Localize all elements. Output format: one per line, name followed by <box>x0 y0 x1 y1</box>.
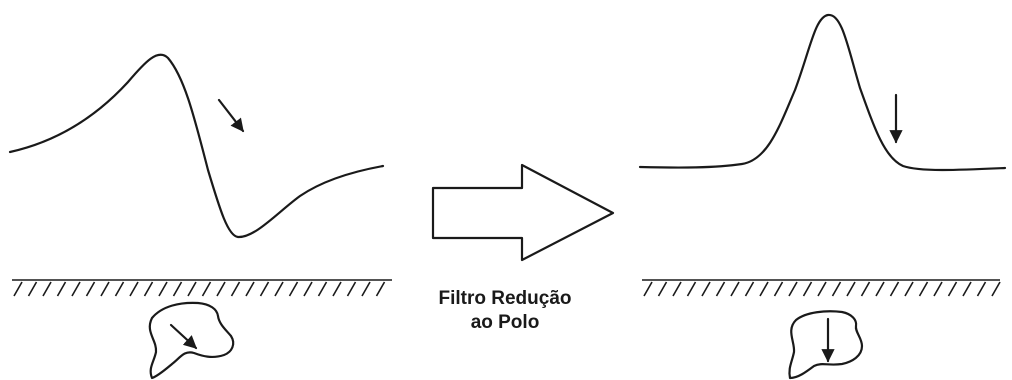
left-field-arrow <box>217 98 245 133</box>
hatch-mark <box>918 281 929 297</box>
hatch-mark <box>962 281 972 297</box>
filter-caption-line2: ao Polo <box>470 312 540 333</box>
hatch-mark <box>991 281 1001 297</box>
hatch-mark <box>143 281 154 297</box>
hatch-mark <box>346 281 357 297</box>
hatch-mark <box>846 281 856 297</box>
hatch-mark <box>230 281 241 297</box>
hatch-mark <box>288 281 299 297</box>
hatch-mark <box>332 281 342 297</box>
hatch-mark <box>730 281 740 297</box>
hatch-mark <box>817 281 827 297</box>
hatch-mark <box>245 281 255 297</box>
hatch-mark <box>831 281 842 297</box>
left-panel <box>8 53 392 380</box>
hatch-mark <box>744 281 755 297</box>
hatch-mark <box>317 281 328 297</box>
hatch-mark <box>643 281 653 297</box>
hatch-mark <box>361 281 371 297</box>
left-anomaly-curve <box>8 53 385 239</box>
hatch-mark <box>715 281 726 297</box>
hatch-mark <box>947 281 958 297</box>
left-magnetic-body <box>148 301 235 380</box>
hatch-mark <box>114 281 125 297</box>
right-ground-surface <box>642 279 1001 297</box>
left-magnetization-arrow <box>169 323 198 350</box>
hatch-mark <box>773 281 784 297</box>
hatch-mark <box>27 281 38 297</box>
hatch-mark <box>259 281 270 297</box>
hatch-mark <box>56 281 67 297</box>
hatch-mark <box>42 281 52 297</box>
hatch-mark <box>889 281 900 297</box>
hatch-mark <box>657 281 668 297</box>
hatch-mark <box>187 281 197 297</box>
transform-arrow[interactable] <box>431 163 615 262</box>
hatch-mark <box>172 281 183 297</box>
hatch-mark <box>701 281 711 297</box>
left-ground-surface <box>12 279 392 297</box>
hatch-mark <box>274 281 284 297</box>
hatch-mark <box>303 281 313 297</box>
right-magnetic-body <box>788 310 864 380</box>
hatch-mark <box>216 281 226 297</box>
hatch-mark <box>85 281 96 297</box>
right-anomaly-curve <box>638 13 1007 172</box>
hatch-mark <box>158 281 168 297</box>
filter-caption: Filtro Redução ao Polo <box>405 287 605 335</box>
hatch-mark <box>686 281 697 297</box>
hatch-mark <box>672 281 682 297</box>
hatch-mark <box>788 281 798 297</box>
hatch-mark <box>13 281 23 297</box>
hatch-mark <box>71 281 81 297</box>
right-panel <box>638 13 1007 380</box>
hatch-mark <box>129 281 139 297</box>
hatch-mark <box>860 281 871 297</box>
hatch-mark <box>875 281 885 297</box>
hatch-mark <box>933 281 943 297</box>
filter-caption-line1: Filtro Redução <box>438 288 572 309</box>
hatch-mark <box>976 281 987 297</box>
hatch-mark <box>100 281 110 297</box>
hatch-mark <box>904 281 914 297</box>
hatch-mark <box>759 281 769 297</box>
hatch-mark <box>375 281 386 297</box>
hatch-mark <box>201 281 212 297</box>
hatch-mark <box>802 281 813 297</box>
